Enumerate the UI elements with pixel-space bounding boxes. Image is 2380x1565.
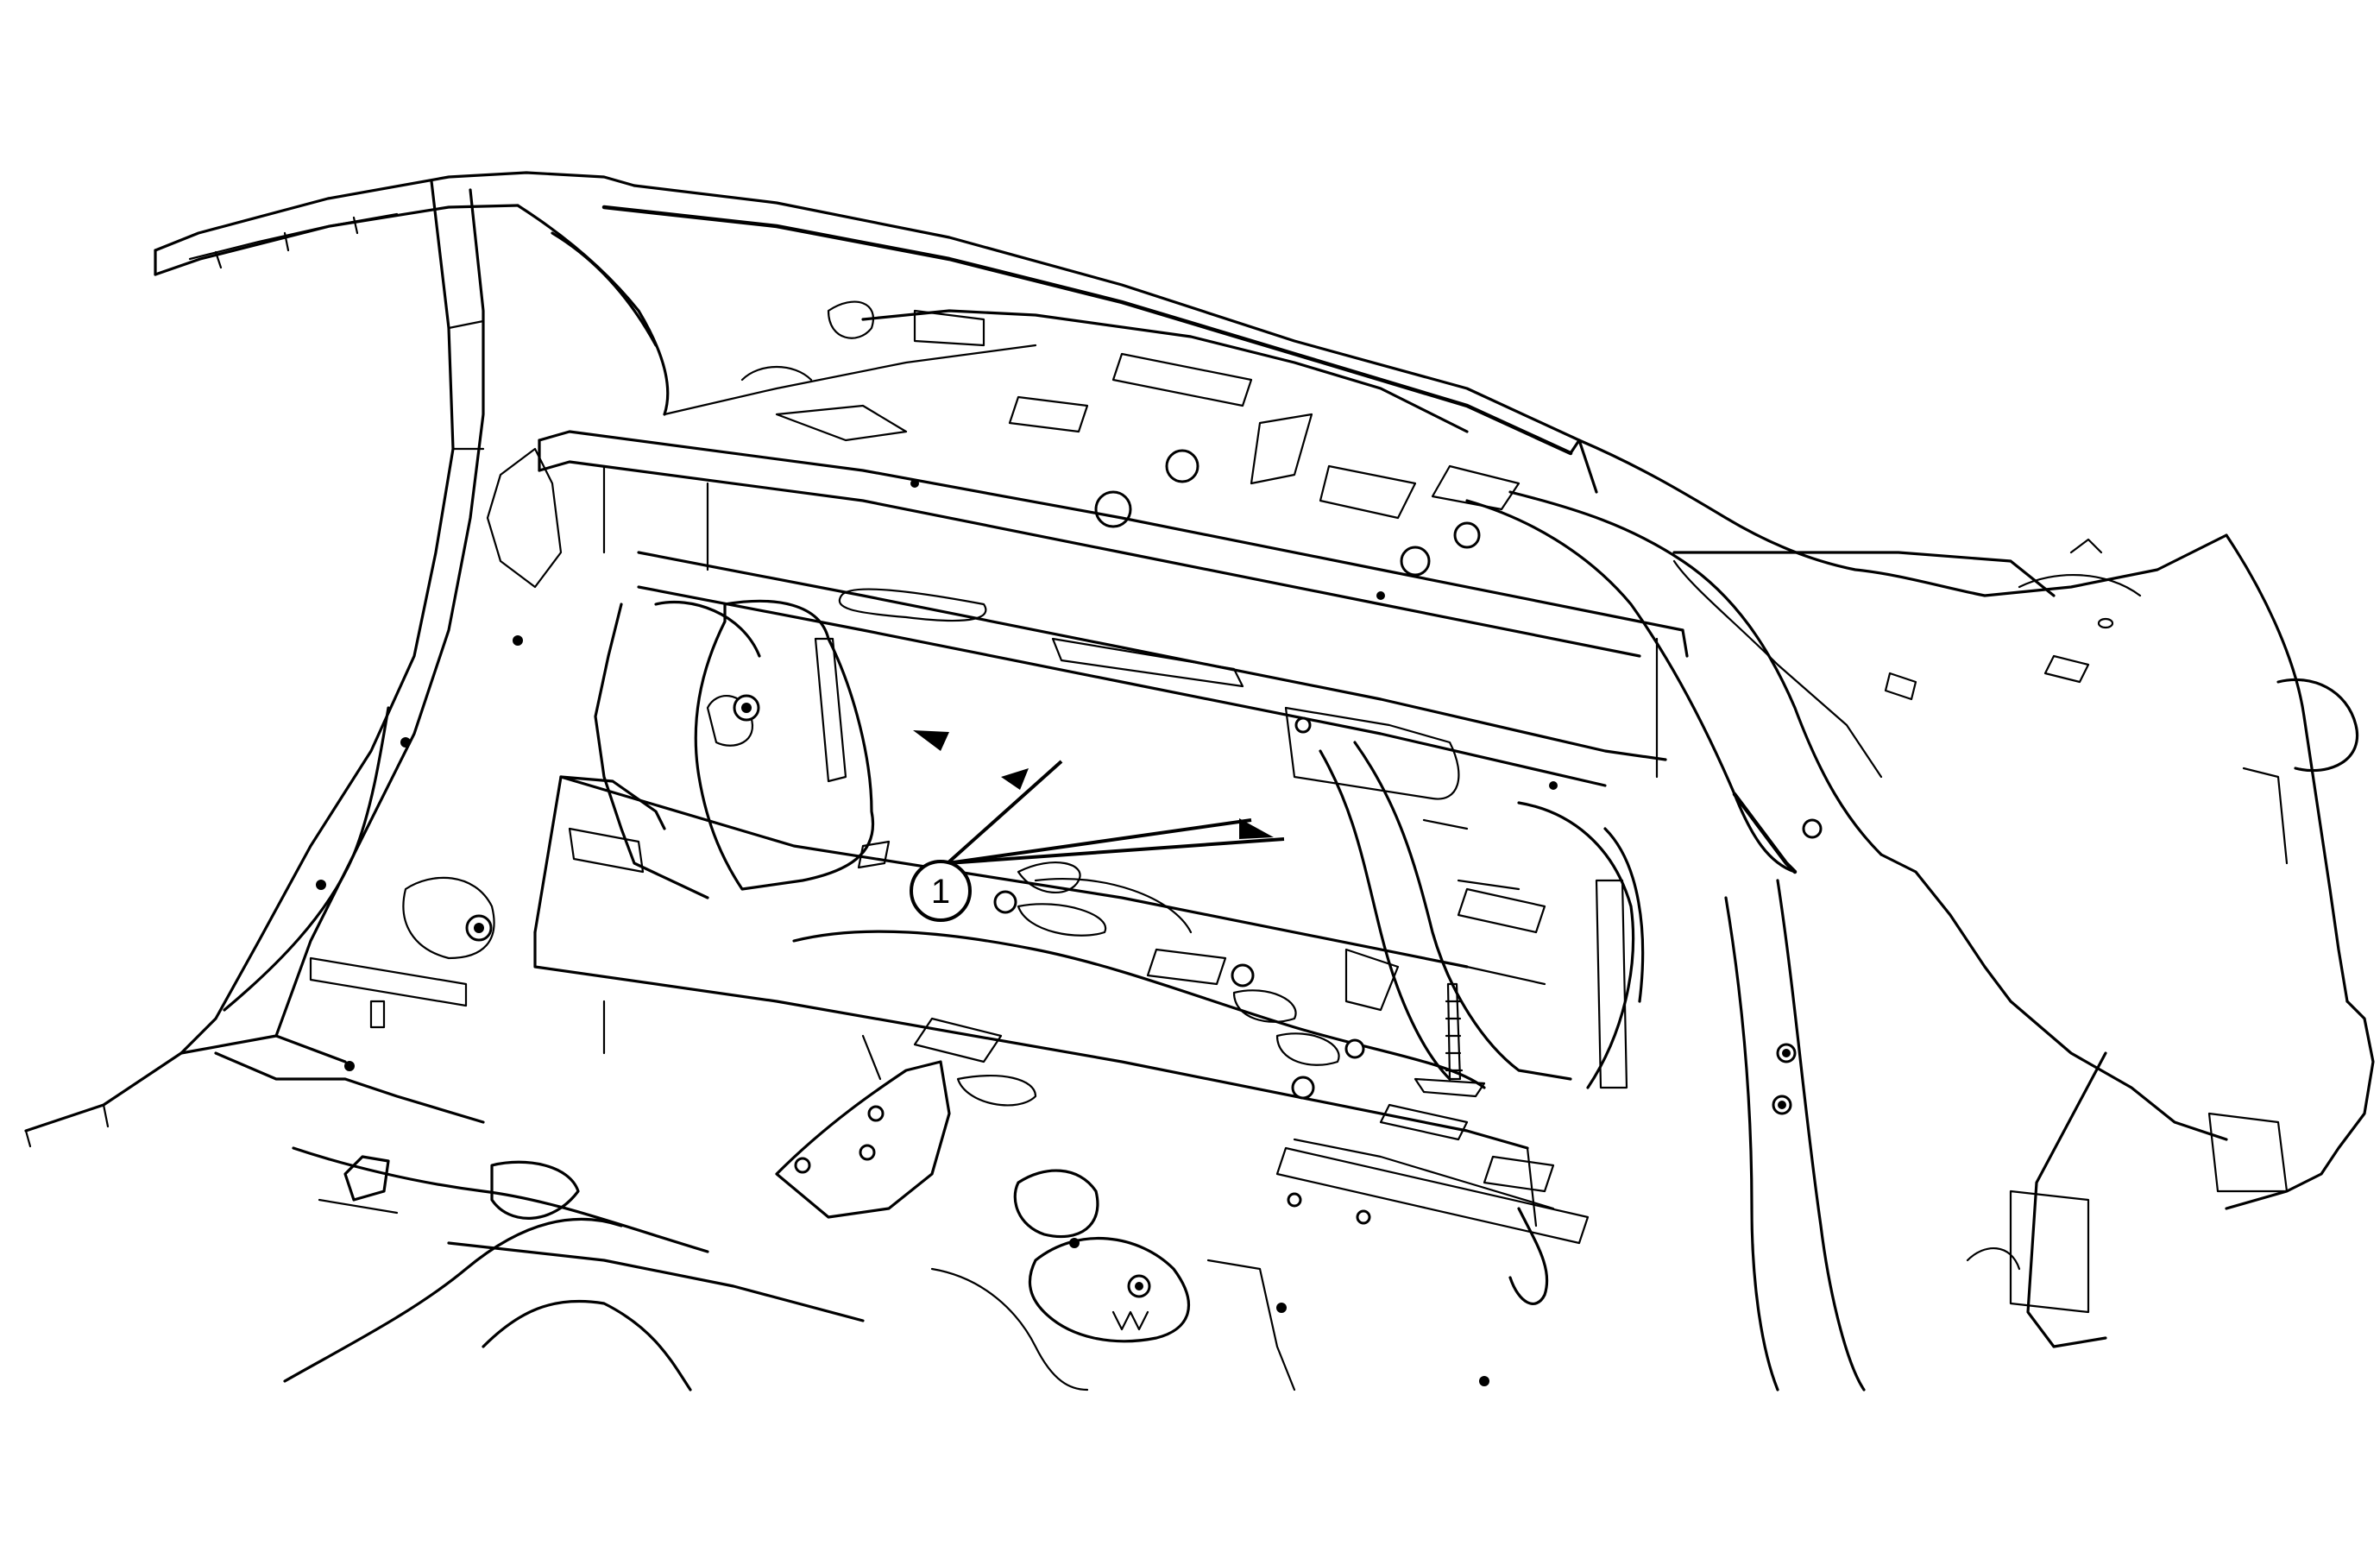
right-wheelhouse (1319, 741, 1645, 1141)
callout-leader-left (946, 760, 1063, 865)
callout-1-circle (910, 860, 972, 922)
roof-rear-window-opening (516, 184, 1598, 577)
callout-leader-right (947, 837, 1285, 865)
left-wheelhouse (559, 599, 891, 899)
callout-1-group: 1 (910, 730, 1285, 922)
callout-arrowhead-center (1001, 768, 1029, 790)
left-quarter-panel (24, 171, 636, 1148)
callout-arrowhead-left (913, 730, 949, 751)
right-quarter-panel (1465, 439, 2375, 1391)
lower-floor-pan (214, 1051, 1590, 1391)
callout-leader-center (947, 818, 1252, 865)
callout-1-label: 1 (931, 873, 950, 911)
callout-arrowhead-right (1239, 818, 1274, 839)
seat-back-crossmember (538, 430, 1689, 800)
